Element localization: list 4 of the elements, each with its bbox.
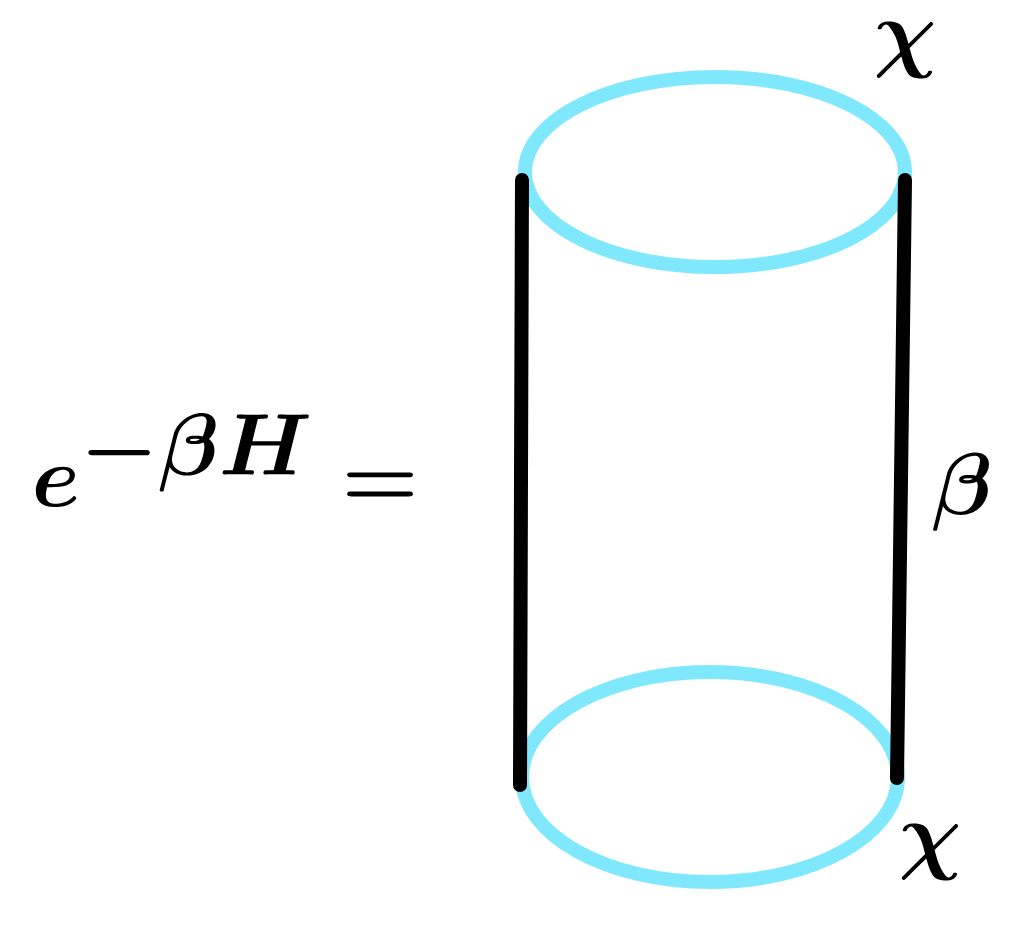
variable-label: $\chi$ xyxy=(876,21,933,79)
variable-label: $\chi$ xyxy=(901,823,958,881)
formula: $e^{-\beta H} =$ xyxy=(35,413,413,507)
variable-label: $\beta$ xyxy=(933,452,989,531)
